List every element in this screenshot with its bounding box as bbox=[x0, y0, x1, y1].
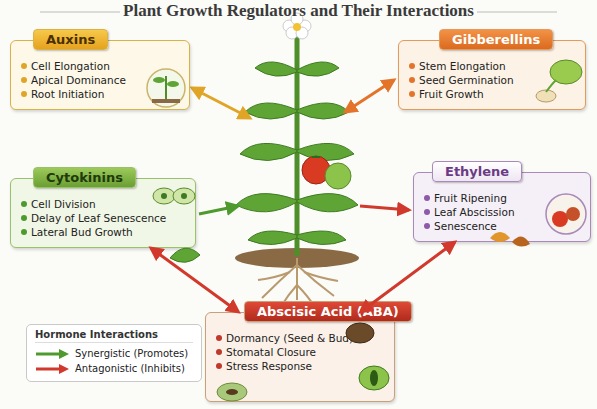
antagonism-arrow bbox=[151, 248, 239, 312]
bullet-item: Apical Dominance bbox=[19, 73, 183, 87]
bullet-item: Lateral Bud Growth bbox=[19, 225, 189, 239]
stem bbox=[295, 35, 300, 256]
hormone-box: CytokininsCell DivisionDelay of Leaf Sen… bbox=[10, 178, 196, 248]
hormone-box: Abscisic Acid (ABA)Dormancy (Seed & Bud)… bbox=[205, 312, 395, 402]
legend-arrow bbox=[35, 349, 69, 359]
legend-row: Synergistic (Promotes) bbox=[35, 346, 193, 361]
box-heading: Auxins bbox=[33, 29, 108, 50]
box-heading: Ethylene bbox=[432, 161, 522, 182]
ethylene-icon bbox=[490, 194, 586, 247]
bullet-item: Root Initiation bbox=[19, 87, 183, 101]
bullet-item: Cell Division bbox=[19, 197, 189, 211]
antagonism-arrow bbox=[361, 242, 455, 312]
interaction-arrow bbox=[345, 80, 394, 112]
cytokinin-icon bbox=[153, 188, 200, 262]
hormone-box: AuxinsCell ElongationApical DominanceRoo… bbox=[10, 40, 190, 110]
title-rule bbox=[477, 12, 557, 13]
fruits bbox=[302, 156, 351, 189]
box-heading: Abscisic Acid (ABA) bbox=[244, 301, 412, 322]
hormone-box: GibberellinsStem ElongationSeed Germinat… bbox=[398, 40, 586, 110]
gibberellin-icon bbox=[536, 60, 582, 102]
edge-layer bbox=[151, 242, 455, 312]
hormone-box: EthyleneFruit RipeningLeaf AbscissionSen… bbox=[413, 172, 591, 242]
legend-arrow bbox=[35, 364, 69, 374]
legend-row: Antagonistic (Inhibits) bbox=[35, 361, 193, 376]
bullet-item: Leaf Abscission bbox=[422, 205, 584, 219]
bullet-item: Cell Elongation bbox=[19, 59, 183, 73]
aba-icon bbox=[217, 323, 389, 401]
title-rule bbox=[40, 12, 120, 13]
roots bbox=[258, 258, 338, 306]
leaves bbox=[236, 62, 358, 245]
legend-heading: Hormone Interactions bbox=[35, 329, 193, 343]
box-heading: Gibberellins bbox=[439, 29, 553, 50]
bullet-item: Seed Germination bbox=[407, 73, 579, 87]
diagram-title: Plant Growth Regulators and Their Intera… bbox=[0, 1, 597, 21]
bullet-item: Delay of Leaf Senescence bbox=[19, 211, 189, 225]
legend-box: Hormone InteractionsSynergistic (Promote… bbox=[26, 324, 202, 382]
interaction-arrow bbox=[192, 88, 250, 118]
box-heading: Cytokinins bbox=[33, 167, 136, 188]
bullet-item: Stress Response bbox=[214, 359, 388, 373]
bullet-item: Stomatal Closure bbox=[214, 345, 388, 359]
bullet-item: Fruit Growth bbox=[407, 87, 579, 101]
bullet-item: Dormancy (Seed & Bud) bbox=[214, 331, 388, 345]
auxin-icon bbox=[147, 69, 185, 107]
legend-text: Synergistic (Promotes) bbox=[75, 348, 188, 359]
bullet-item: Fruit Ripening bbox=[422, 191, 584, 205]
spacer bbox=[297, 262, 298, 306]
interaction-arrow bbox=[199, 206, 238, 214]
interaction-arrow bbox=[360, 206, 409, 210]
bullet-item: Stem Elongation bbox=[407, 59, 579, 73]
legend-text: Antagonistic (Inhibits) bbox=[75, 363, 185, 374]
bullet-item: Senescence bbox=[422, 219, 584, 233]
